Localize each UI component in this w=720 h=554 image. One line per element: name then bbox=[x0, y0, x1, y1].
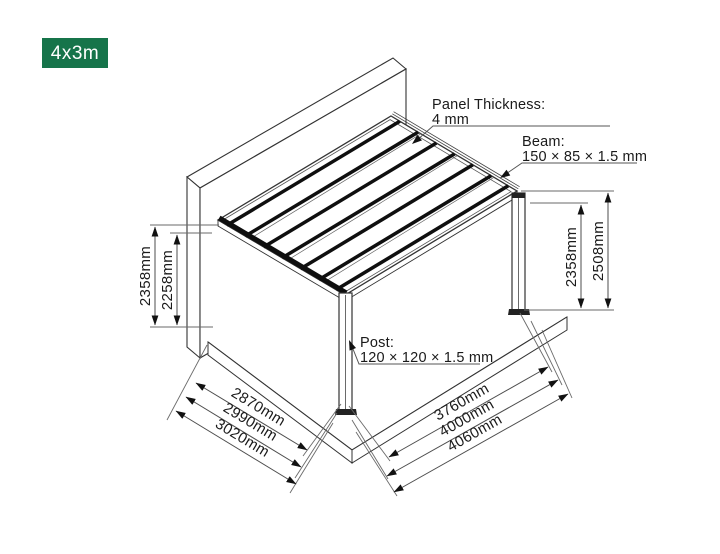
front-post-foot bbox=[335, 409, 357, 415]
roof bbox=[216, 111, 520, 302]
callout-beam: Beam: 150 × 85 × 1.5 mm bbox=[500, 134, 647, 178]
size-badge-label: 4x3m bbox=[51, 43, 99, 64]
panel-thickness-title: Panel Thickness: bbox=[432, 97, 545, 113]
post-leader-arrow bbox=[349, 340, 356, 351]
size-badge-background bbox=[42, 38, 108, 68]
beam-value: 150 × 85 × 1.5 mm bbox=[522, 149, 647, 165]
dim-left-inner: 2258mm bbox=[159, 250, 176, 310]
roof-beam-edge bbox=[392, 111, 520, 190]
right-post-cap bbox=[512, 193, 525, 198]
size-badge: 4x3m bbox=[42, 38, 108, 68]
dim-right-outer: 2508mm bbox=[590, 221, 607, 281]
callout-panel-thickness: Panel Thickness: 4 mm bbox=[412, 97, 610, 144]
right-post bbox=[508, 192, 530, 315]
dim-group-left-height: 2358mm 2258mm bbox=[137, 224, 219, 328]
dim-group-right-height: 2358mm 2508mm bbox=[521, 190, 614, 311]
post-leader-line bbox=[350, 343, 480, 365]
panel-thickness-value: 4 mm bbox=[432, 112, 469, 128]
beam-leader-arrow bbox=[500, 169, 511, 178]
front-post bbox=[335, 292, 357, 415]
panel-leader-arrow bbox=[412, 134, 422, 144]
wall-left-face bbox=[186, 175, 201, 360]
roof-gutter-band bbox=[218, 215, 348, 295]
beam-title: Beam: bbox=[522, 134, 565, 150]
post-value: 120 × 120 × 1.5 mm bbox=[360, 350, 493, 366]
roof-panel-joints bbox=[249, 133, 495, 283]
post-title: Post: bbox=[360, 335, 394, 351]
beam-leader-line bbox=[502, 162, 637, 177]
roof-slats bbox=[225, 119, 510, 292]
panel-leader-line bbox=[415, 125, 610, 142]
dim-left-outer: 2358mm bbox=[137, 246, 154, 306]
dim-right-inner: 2358mm bbox=[563, 227, 580, 287]
callout-post: Post: 120 × 120 × 1.5 mm bbox=[349, 335, 493, 366]
posts bbox=[335, 192, 530, 415]
right-post-foot bbox=[508, 309, 530, 315]
